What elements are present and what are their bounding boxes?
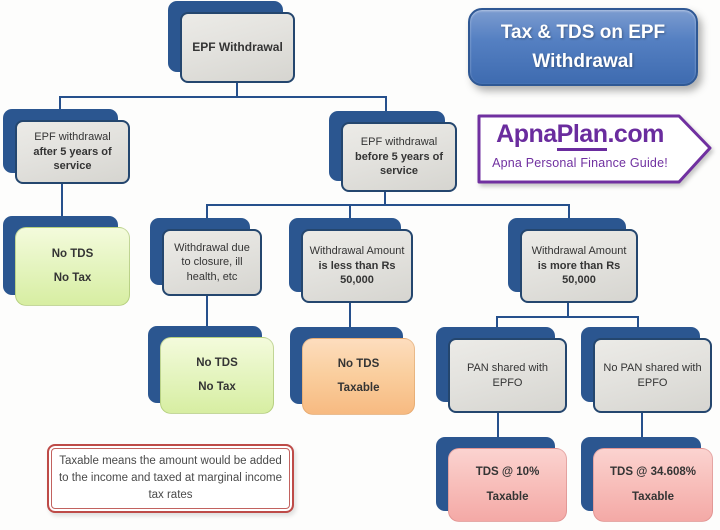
connector-drop-before5 xyxy=(385,96,387,116)
node-label: EPF Withdrawal xyxy=(192,39,283,54)
node-label: No TDS No Tax xyxy=(51,247,94,284)
node-label: TDS @ 34.608% Taxable xyxy=(609,466,696,503)
connector-root-stem xyxy=(236,83,238,98)
outcome-no-tds-no-tax-2: No TDS No Tax xyxy=(148,326,274,414)
node-label: Withdrawal due to closure, ill health, e… xyxy=(174,241,250,283)
outcome-no-tds-no-tax-1: No TDS No Tax xyxy=(3,216,130,306)
node-label: No TDS No Tax xyxy=(196,356,238,393)
outcome-tds-10: TDS @ 10% Taxable xyxy=(436,437,567,522)
connector-level3-rail xyxy=(496,316,639,318)
title-banner: Tax & TDS on EPF Withdrawal xyxy=(468,8,698,86)
node-label: Withdrawal Amount is more than Rs 50,000 xyxy=(531,245,627,287)
node-label: PAN shared with EPFO xyxy=(466,361,549,389)
connector-level1-rail xyxy=(59,96,387,98)
node-pan-shared: PAN shared with EPFO xyxy=(436,327,567,413)
taxable-note: Taxable means the amount would be added … xyxy=(47,444,294,513)
connector-drop-pan xyxy=(496,316,498,334)
logo-arrow-shape xyxy=(477,114,712,184)
connector-after5-outcome xyxy=(61,183,63,231)
node-more-than-50000: Withdrawal Amount is more than Rs 50,000 xyxy=(508,218,638,303)
outcome-no-tds-taxable: No TDS Taxable xyxy=(290,327,415,415)
connector-drop-after5 xyxy=(59,96,61,116)
outcome-tds-34-608: TDS @ 34.608% Taxable xyxy=(581,437,713,522)
connector-before5-stem xyxy=(384,191,386,206)
connector-no-pan-outcome xyxy=(641,412,643,454)
node-closure-ill-health: Withdrawal due to closure, ill health, e… xyxy=(150,218,262,296)
node-epf-withdrawal: EPF Withdrawal xyxy=(168,1,295,83)
logo-tagline: Apna Personal Finance Guide! xyxy=(492,156,668,170)
connector-drop-closure xyxy=(206,204,208,226)
apnaplan-logo: ApnaPlan.com Apna Personal Finance Guide… xyxy=(476,112,716,186)
page-title: Tax & TDS on EPF Withdrawal xyxy=(500,21,666,72)
note-text: Taxable means the amount would be added … xyxy=(58,455,283,501)
node-label: No TDS Taxable xyxy=(337,357,380,394)
connector-more50k-stem xyxy=(567,302,569,318)
connector-less50k-outcome xyxy=(349,302,351,344)
node-less-than-50000: Withdrawal Amount is less than Rs 50,000 xyxy=(289,218,413,303)
connector-closure-outcome xyxy=(206,295,208,341)
connector-drop-more50k xyxy=(568,204,570,226)
node-label: TDS @ 10% Taxable xyxy=(475,466,540,503)
node-label: Withdrawal Amount is less than Rs 50,000 xyxy=(309,245,405,287)
connector-level2-rail xyxy=(206,204,570,206)
logo-wordmark: ApnaPlan.com xyxy=(482,120,678,151)
node-no-pan-shared: No PAN shared with EPFO xyxy=(581,327,712,413)
connector-pan-outcome xyxy=(497,412,499,454)
node-label: No PAN shared with EPFO xyxy=(603,361,702,389)
connector-drop-no-pan xyxy=(637,316,639,334)
